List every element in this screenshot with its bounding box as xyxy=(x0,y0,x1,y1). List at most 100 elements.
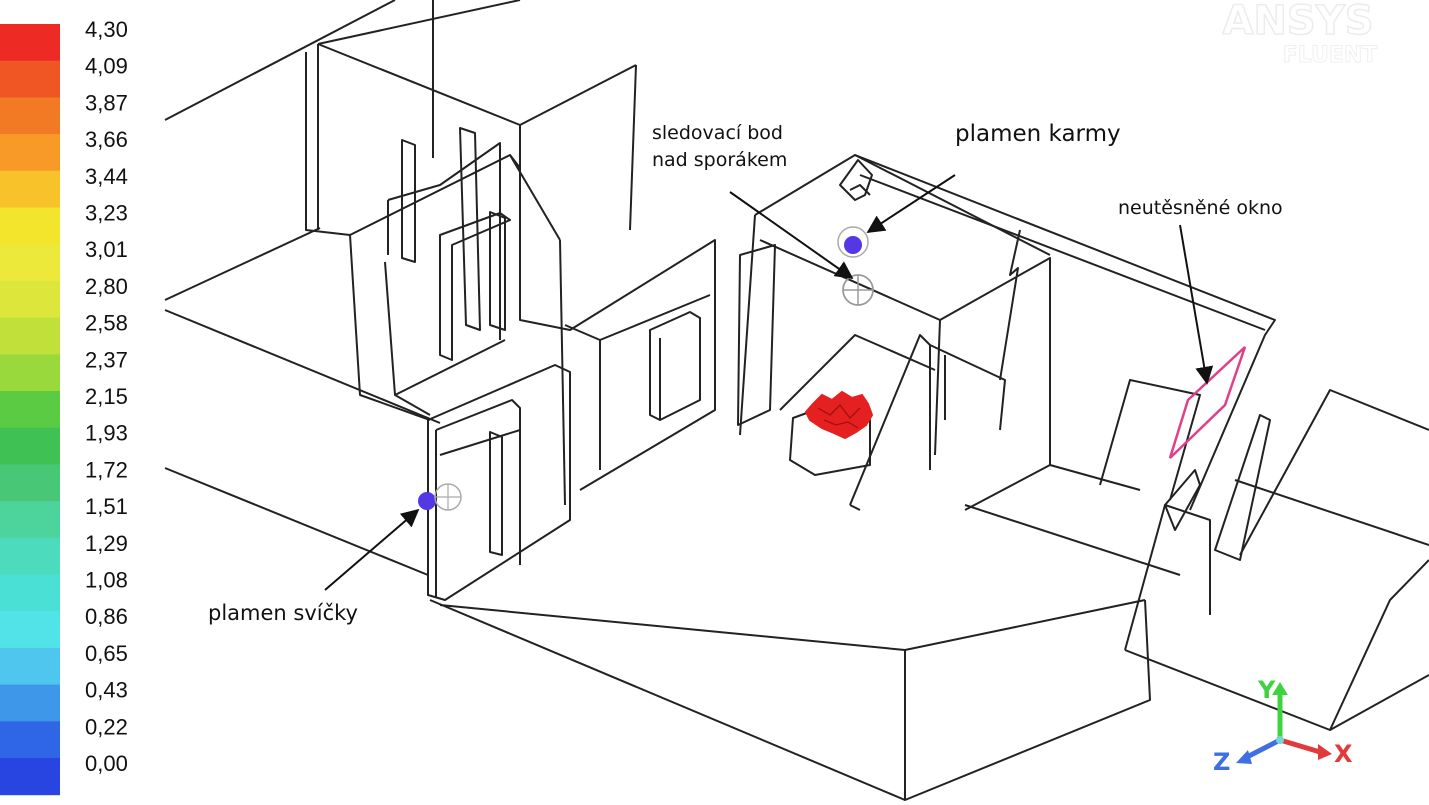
corridor-slab xyxy=(1099,379,1201,501)
color-legend-tick-label: 2,15 xyxy=(85,384,128,409)
color-swatch xyxy=(0,501,60,539)
color-legend-swatches xyxy=(0,24,60,796)
panel-a xyxy=(401,139,416,263)
color-legend-tick-label: 1,29 xyxy=(85,531,128,556)
color-legend-tick-label: 1,08 xyxy=(85,568,128,593)
leaky-window xyxy=(1168,346,1247,459)
watermark-fluent: FLUENT xyxy=(1283,43,1378,68)
right-wedge-d xyxy=(1329,559,1429,731)
color-legend-tick-label: 1,93 xyxy=(85,421,128,446)
color-legend-tick-label: 2,80 xyxy=(85,274,128,299)
karma-flame-dot xyxy=(844,236,862,254)
ground-line-mid2 xyxy=(164,309,441,424)
color-swatch xyxy=(0,721,60,759)
karma-flame-probe-ring xyxy=(837,226,869,258)
color-legend-tick-label: 0,86 xyxy=(85,604,128,629)
window-outline xyxy=(1168,346,1247,459)
kitchen-floor xyxy=(779,334,936,411)
color-swatch xyxy=(0,170,60,208)
back-door-a xyxy=(849,334,931,511)
color-legend-tick-label: 2,58 xyxy=(85,311,128,336)
front-door-slot xyxy=(489,431,503,556)
fire-region xyxy=(804,390,874,440)
panel-c xyxy=(489,211,506,331)
axis-origin xyxy=(1276,736,1284,744)
color-legend-tick-label: 1,51 xyxy=(85,494,128,519)
front-door-slot2 xyxy=(439,429,521,456)
color-legend-tick-label: 0,22 xyxy=(85,714,128,739)
color-swatch xyxy=(0,391,60,429)
label-monitor-line1: sledovací bod xyxy=(652,122,783,144)
upper-box-inner xyxy=(305,52,351,236)
label-candle-flame: plamen svíčky xyxy=(208,601,358,625)
color-swatch xyxy=(0,24,60,62)
color-swatch xyxy=(0,207,60,245)
floor-left-diag xyxy=(429,599,906,801)
color-swatch xyxy=(0,427,60,465)
label-leaky-window: neutěsněné okno xyxy=(1118,197,1283,219)
right-wedge-a xyxy=(1214,414,1429,561)
floor-front-edge xyxy=(439,599,1146,651)
watermark-ansys: ANSYS xyxy=(1222,0,1373,44)
back-door-b xyxy=(929,344,1006,431)
ground-line-low xyxy=(164,467,429,576)
right-wedge-b xyxy=(1239,389,1429,556)
color-legend-tick-label: 0,65 xyxy=(85,641,128,666)
color-swatch xyxy=(0,317,60,355)
monitor-point-icon xyxy=(842,274,874,306)
seam-line xyxy=(999,229,1021,381)
label-karma-flame: plamen karmy xyxy=(955,121,1121,147)
color-legend-tick-label: 3,66 xyxy=(85,127,128,152)
color-legend-tick-label: 0,43 xyxy=(85,678,128,703)
color-legend-tick-label: 1,72 xyxy=(85,457,128,482)
mid-door xyxy=(649,311,701,421)
middle-box-face xyxy=(564,294,711,470)
color-legend-tick-label: 4,30 xyxy=(85,17,128,42)
color-swatch xyxy=(0,354,60,392)
ground-line-mid xyxy=(164,227,321,301)
color-swatch xyxy=(0,611,60,649)
color-swatch xyxy=(0,464,60,502)
panel-b xyxy=(459,127,481,331)
front-door-inner xyxy=(435,399,521,598)
axis-z-line xyxy=(1243,737,1282,761)
fire-source xyxy=(804,390,874,440)
axis-z-arrowhead xyxy=(1236,750,1252,764)
panel-e xyxy=(387,142,501,340)
color-swatch xyxy=(0,684,60,722)
arrow-window xyxy=(1179,224,1214,385)
middle-box-outline xyxy=(349,154,716,506)
arrow-karma xyxy=(866,174,956,233)
color-swatch xyxy=(0,647,60,686)
color-legend-tick-label: 3,23 xyxy=(85,201,128,226)
color-swatch xyxy=(0,758,60,796)
corridor-floor xyxy=(964,464,1181,576)
upper-box-outline xyxy=(317,0,637,231)
axis-y-arrowhead xyxy=(1272,682,1288,695)
axis-y-label: Y xyxy=(1257,676,1276,704)
color-swatch xyxy=(0,280,60,319)
color-swatch xyxy=(0,60,60,98)
color-swatch xyxy=(0,97,60,135)
axis-x-label: X xyxy=(1334,740,1353,768)
color-legend-tick-label: 4,09 xyxy=(85,54,128,79)
arrow-monitor-point xyxy=(729,191,854,280)
fire-detail xyxy=(817,404,861,429)
front-door-frame xyxy=(427,364,571,601)
axis-x-line xyxy=(1279,737,1321,755)
color-legend-tick-label: 3,44 xyxy=(85,164,128,189)
middle-box-inner xyxy=(384,261,506,416)
color-legend-tick-label: 3,87 xyxy=(85,90,128,115)
axis-z-label: Z xyxy=(1213,748,1230,776)
label-monitor-line2: nad sporákem xyxy=(652,149,787,171)
candle-flame-dot xyxy=(418,492,436,510)
kitchen-box xyxy=(739,154,1051,511)
color-legend-tick-label: 3,01 xyxy=(85,237,128,262)
kitchen-left-panel xyxy=(737,244,776,426)
axis-x-arrowhead xyxy=(1318,744,1332,760)
color-legend-tick-label: 0,00 xyxy=(85,751,128,776)
color-swatch xyxy=(0,537,60,575)
ground-line-upper xyxy=(164,0,396,121)
